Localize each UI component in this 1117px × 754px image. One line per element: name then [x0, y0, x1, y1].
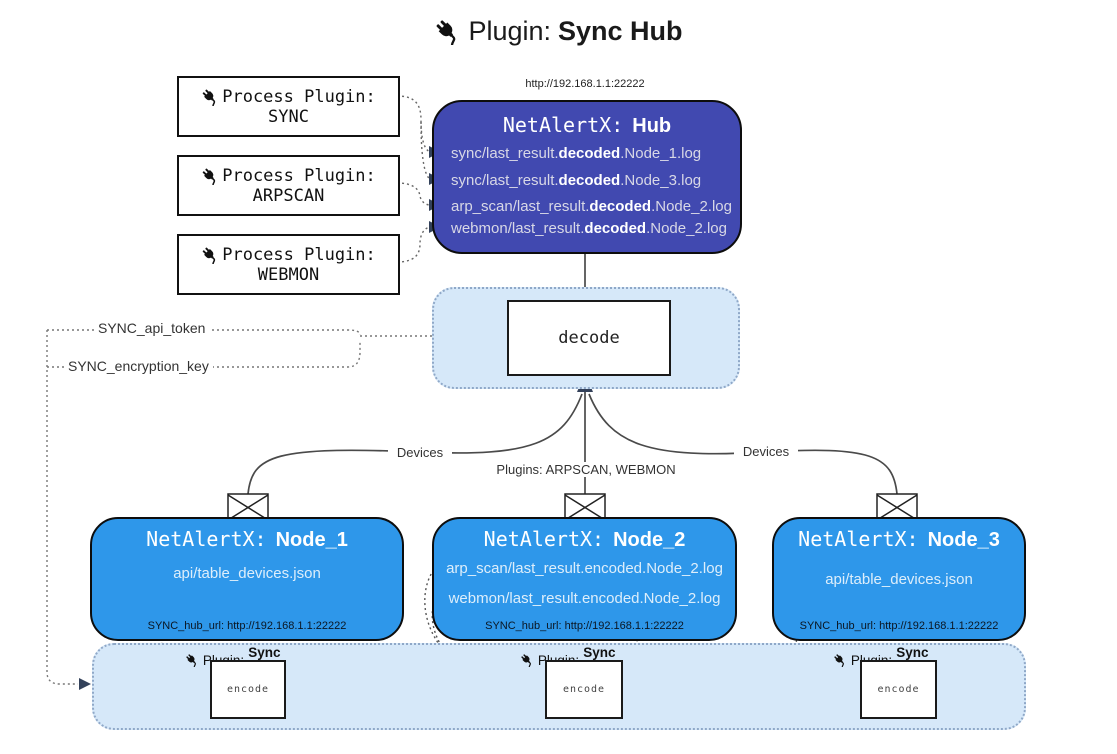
- process-plugin-label: Process Plugin:: [222, 86, 376, 107]
- node-box-node-1: NetAlertX: Node_1 api/table_devices.json…: [90, 517, 404, 641]
- node-hub-url: SYNC_hub_url: http://192.168.1.1:22222: [799, 620, 999, 632]
- edge-label-devices-right: Devices: [734, 444, 798, 459]
- plug-icon: [201, 166, 220, 185]
- plug-icon: [833, 653, 847, 667]
- edge-label-devices-left: Devices: [388, 445, 452, 460]
- node-title: NetAlertX: Node_3: [798, 527, 1000, 551]
- node-file: api/table_devices.json: [173, 565, 321, 582]
- plug-icon: [520, 653, 534, 667]
- plug-icon: [201, 245, 220, 264]
- encode-label: encode: [562, 684, 606, 695]
- process-plugin-name: ARPSCAN: [252, 185, 325, 206]
- process-plugin-name: WEBMON: [257, 264, 320, 285]
- node-box-node-3: NetAlertX: Node_3 api/table_devices.json…: [772, 517, 1026, 641]
- decode-box: decode: [507, 300, 671, 376]
- node-box-node-2: NetAlertX: Node_2 arp_scan/last_result.e…: [432, 517, 737, 641]
- hub-file-line: sync/last_result.decoded.Node_3.log: [451, 172, 702, 189]
- hub-file-line: webmon/last_result.decoded.Node_2.log: [451, 220, 727, 237]
- process-plugin-name: SYNC: [268, 106, 309, 127]
- node-file: arp_scan/last_result.encoded.Node_2.log: [446, 560, 723, 577]
- node-hub-url: SYNC_hub_url: http://192.168.1.1:22222: [147, 620, 347, 632]
- plug-icon: [185, 653, 199, 667]
- process-plugin-box-sync: Process Plugin: SYNC: [177, 76, 400, 137]
- hub-title: NetAlertX: Hub: [434, 113, 740, 138]
- sync-api-token-label: SYNC_api_token: [94, 320, 210, 336]
- plug-icon: [201, 87, 220, 106]
- hub-title-label: NetAlertX:: [502, 113, 624, 137]
- node-file: webmon/last_result.encoded.Node_2.log: [448, 590, 721, 607]
- decode-label: decode: [558, 328, 620, 348]
- hub-file-line: arp_scan/last_result.decoded.Node_2.log: [451, 198, 732, 215]
- node-file: api/table_devices.json: [825, 571, 973, 588]
- process-plugin-label: Process Plugin:: [222, 244, 376, 265]
- hub-box: NetAlertX: Hub sync/last_result.decoded.…: [432, 100, 742, 254]
- node-title: NetAlertX: Node_2: [483, 527, 686, 551]
- page-title-label: Plugin:: [468, 16, 552, 46]
- hub-title-name: Hub: [632, 115, 672, 137]
- encode-box: encode: [545, 660, 623, 719]
- hub-url: http://192.168.1.1:22222: [525, 78, 645, 90]
- encode-box: encode: [860, 660, 937, 719]
- plug-icon: [434, 18, 462, 45]
- process-plugin-connectors: [396, 95, 431, 263]
- hub-file-line: sync/last_result.decoded.Node_1.log: [451, 145, 702, 162]
- encode-label: encode: [877, 684, 920, 695]
- encode-label: encode: [226, 684, 270, 695]
- page-title: Plugin: Sync Hub: [0, 16, 1117, 47]
- edge-label-plugins-mid: Plugins: ARPSCAN, WEBMON: [480, 462, 692, 477]
- node-hub-url: SYNC_hub_url: http://192.168.1.1:22222: [485, 620, 684, 632]
- encode-box: encode: [210, 660, 286, 719]
- process-plugin-label: Process Plugin:: [222, 165, 376, 186]
- page-title-name: Sync Hub: [558, 16, 683, 46]
- sync-encryption-key-label: SYNC_encryption_key: [64, 358, 213, 374]
- process-plugin-box-arpscan: Process Plugin: ARPSCAN: [177, 155, 400, 216]
- node-title: NetAlertX: Node_1: [146, 527, 348, 551]
- process-plugin-box-webmon: Process Plugin: WEBMON: [177, 234, 400, 295]
